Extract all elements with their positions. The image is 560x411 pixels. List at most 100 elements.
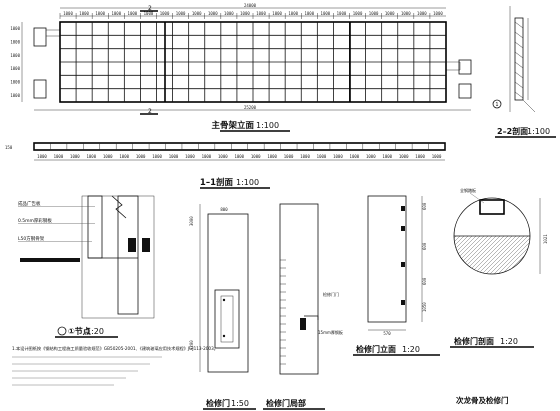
section-1-1-title: 1–1剖面 <box>200 177 234 188</box>
hatch-line <box>454 235 493 274</box>
note-line-1: 1.本设计图纸按《钢结构工程施工质量验收规范》GB50205-2001、《建筑玻… <box>12 345 218 352</box>
bay-dim: 1000 <box>385 11 395 16</box>
door-elevation-title: 检修门立面 <box>356 344 396 354</box>
section-bay-dim: 1000 <box>152 154 162 159</box>
door-partial-view: 检修门门 15mm厚钢板 检修门局部 <box>263 203 343 410</box>
section-bay-dim: 1000 <box>119 154 129 159</box>
main-elevation-scale: 1:100 <box>256 121 279 130</box>
bay-dim: 1000 <box>417 11 427 16</box>
bay-dim: 1000 <box>433 11 443 16</box>
bay-dim: 1000 <box>272 11 282 16</box>
section-leader-1: 全钢踏板 <box>460 187 476 193</box>
bay-dim: 1000 <box>128 11 138 16</box>
bay-dim: 1000 <box>160 11 170 16</box>
ring-height-dim: 1021 <box>543 234 548 244</box>
section-bay-dim: 1000 <box>432 154 442 159</box>
section-bay-dim: 1000 <box>54 154 64 159</box>
door-section-view: 1021 全钢踏板 检修门剖面 1:20 次龙骨及检修门 <box>450 187 548 405</box>
door-scale: 1:50 <box>231 399 249 408</box>
bay-dim: 1000 <box>353 11 363 16</box>
door-panel <box>214 289 240 349</box>
section-1-1-view: 1000 1000 1000 1000 1000 1000 1000 1000 1000 1000… <box>5 142 446 189</box>
right-connection-arm-lower <box>458 83 472 99</box>
section-bay-dim: 1000 <box>234 154 244 159</box>
bay-dim: 1000 <box>369 11 379 16</box>
hatch-line <box>497 235 530 274</box>
section-1-1-scale: 1:100 <box>236 178 259 187</box>
hinge <box>401 206 405 211</box>
bay-dim: 1000 <box>288 11 298 16</box>
hinge <box>401 262 405 267</box>
door-section-title: 检修门剖面 <box>454 336 494 346</box>
partial-leader-1: 检修门门 <box>323 291 339 297</box>
left-connection-arm-lower <box>33 79 47 99</box>
section-bay-dim: 1000 <box>284 154 294 159</box>
node-title: ①节点 <box>68 326 91 336</box>
hinge <box>401 226 405 231</box>
vertical-dim: 1000 <box>10 66 20 71</box>
notes-block: 1.本设计图纸按《钢结构工程施工质量验收规范》GB50205-2001、《建筑玻… <box>12 345 218 386</box>
section-bay-dim: 1000 <box>333 154 343 159</box>
door-partial-frame <box>279 203 319 375</box>
bay-dim: 1000 <box>256 11 266 16</box>
section-bay-dim: 1000 <box>300 154 310 159</box>
section-bay-dim: 1000 <box>185 154 195 159</box>
bay-dim: 1000 <box>224 11 234 16</box>
main-elevation-view: 1000 1000 1000 1000 1000 1000 1000 1000 1000 1000… <box>10 3 472 132</box>
hatch-line <box>465 235 505 274</box>
hatch-line <box>454 235 481 274</box>
section-bay-dim: 1000 <box>70 154 80 159</box>
door-title: 检修门 <box>206 398 230 408</box>
section-bay-dim: 1000 <box>366 154 376 159</box>
vertical-dim: 1000 <box>10 80 20 85</box>
door-bottom-title: 次龙骨及检修门 <box>456 395 509 405</box>
right-connection-arm <box>458 59 472 75</box>
axis-bubble <box>492 99 502 109</box>
bay-dim: 1000 <box>111 11 121 16</box>
door-partial-title: 检修门局部 <box>266 398 306 408</box>
door-view: 800 3000 1200 检修门 1:50 <box>189 204 256 410</box>
section-bay-dim: 1000 <box>218 154 228 159</box>
door-lower-dim: 1200 <box>189 340 194 350</box>
panel-width-dim: 570 <box>383 331 391 336</box>
vertical-dim: 1000 <box>10 53 20 58</box>
section-bay-dim: 1000 <box>86 154 96 159</box>
hatch-line <box>473 235 513 274</box>
bay-dim: 1000 <box>176 11 186 16</box>
section-bay-dim: 1000 <box>251 154 261 159</box>
brace-line <box>514 41 524 49</box>
brace-line <box>514 51 524 59</box>
section-bay-dim: 1000 <box>415 154 425 159</box>
section-mark-2-bottom: 2 <box>148 108 152 115</box>
bay-dim: 1000 <box>79 11 89 16</box>
section-2-2-scale: 1:100 <box>527 127 550 136</box>
door-frame <box>207 213 249 373</box>
elevation-dim: 1050 <box>422 302 427 312</box>
node-leader-2: 0.5mm厚彩钢板 <box>18 217 52 224</box>
elevation-dim: 600 <box>422 277 427 285</box>
section-bay-dim: 1000 <box>267 154 277 159</box>
section-2-2-column <box>514 17 524 101</box>
vertical-dim: 1000 <box>10 93 20 98</box>
bay-dim: 1000 <box>337 11 347 16</box>
bay-dim: 1000 <box>304 11 314 16</box>
hatch-line <box>485 235 525 274</box>
hatch-line <box>454 235 457 274</box>
node-scale: 1:20 <box>86 327 104 336</box>
inner-length-dim: 24000 <box>244 3 257 8</box>
section-bay-dim: 1000 <box>169 154 179 159</box>
bay-dim: 1000 <box>401 11 411 16</box>
main-elevation-title: 主骨架立面 <box>211 120 254 131</box>
vertical-dim: 1000 <box>10 26 20 31</box>
hatch-line <box>489 235 529 274</box>
section-bay-dim: 1000 <box>399 154 409 159</box>
hatch-line <box>501 235 530 274</box>
hatch-line <box>454 235 477 274</box>
node-leader-3: L50方钢骨架 <box>18 235 45 242</box>
total-length-dim: 25200 <box>244 105 257 110</box>
door-handle-dot <box>222 298 226 302</box>
hatch-line <box>457 235 497 274</box>
brace-line <box>514 21 524 29</box>
